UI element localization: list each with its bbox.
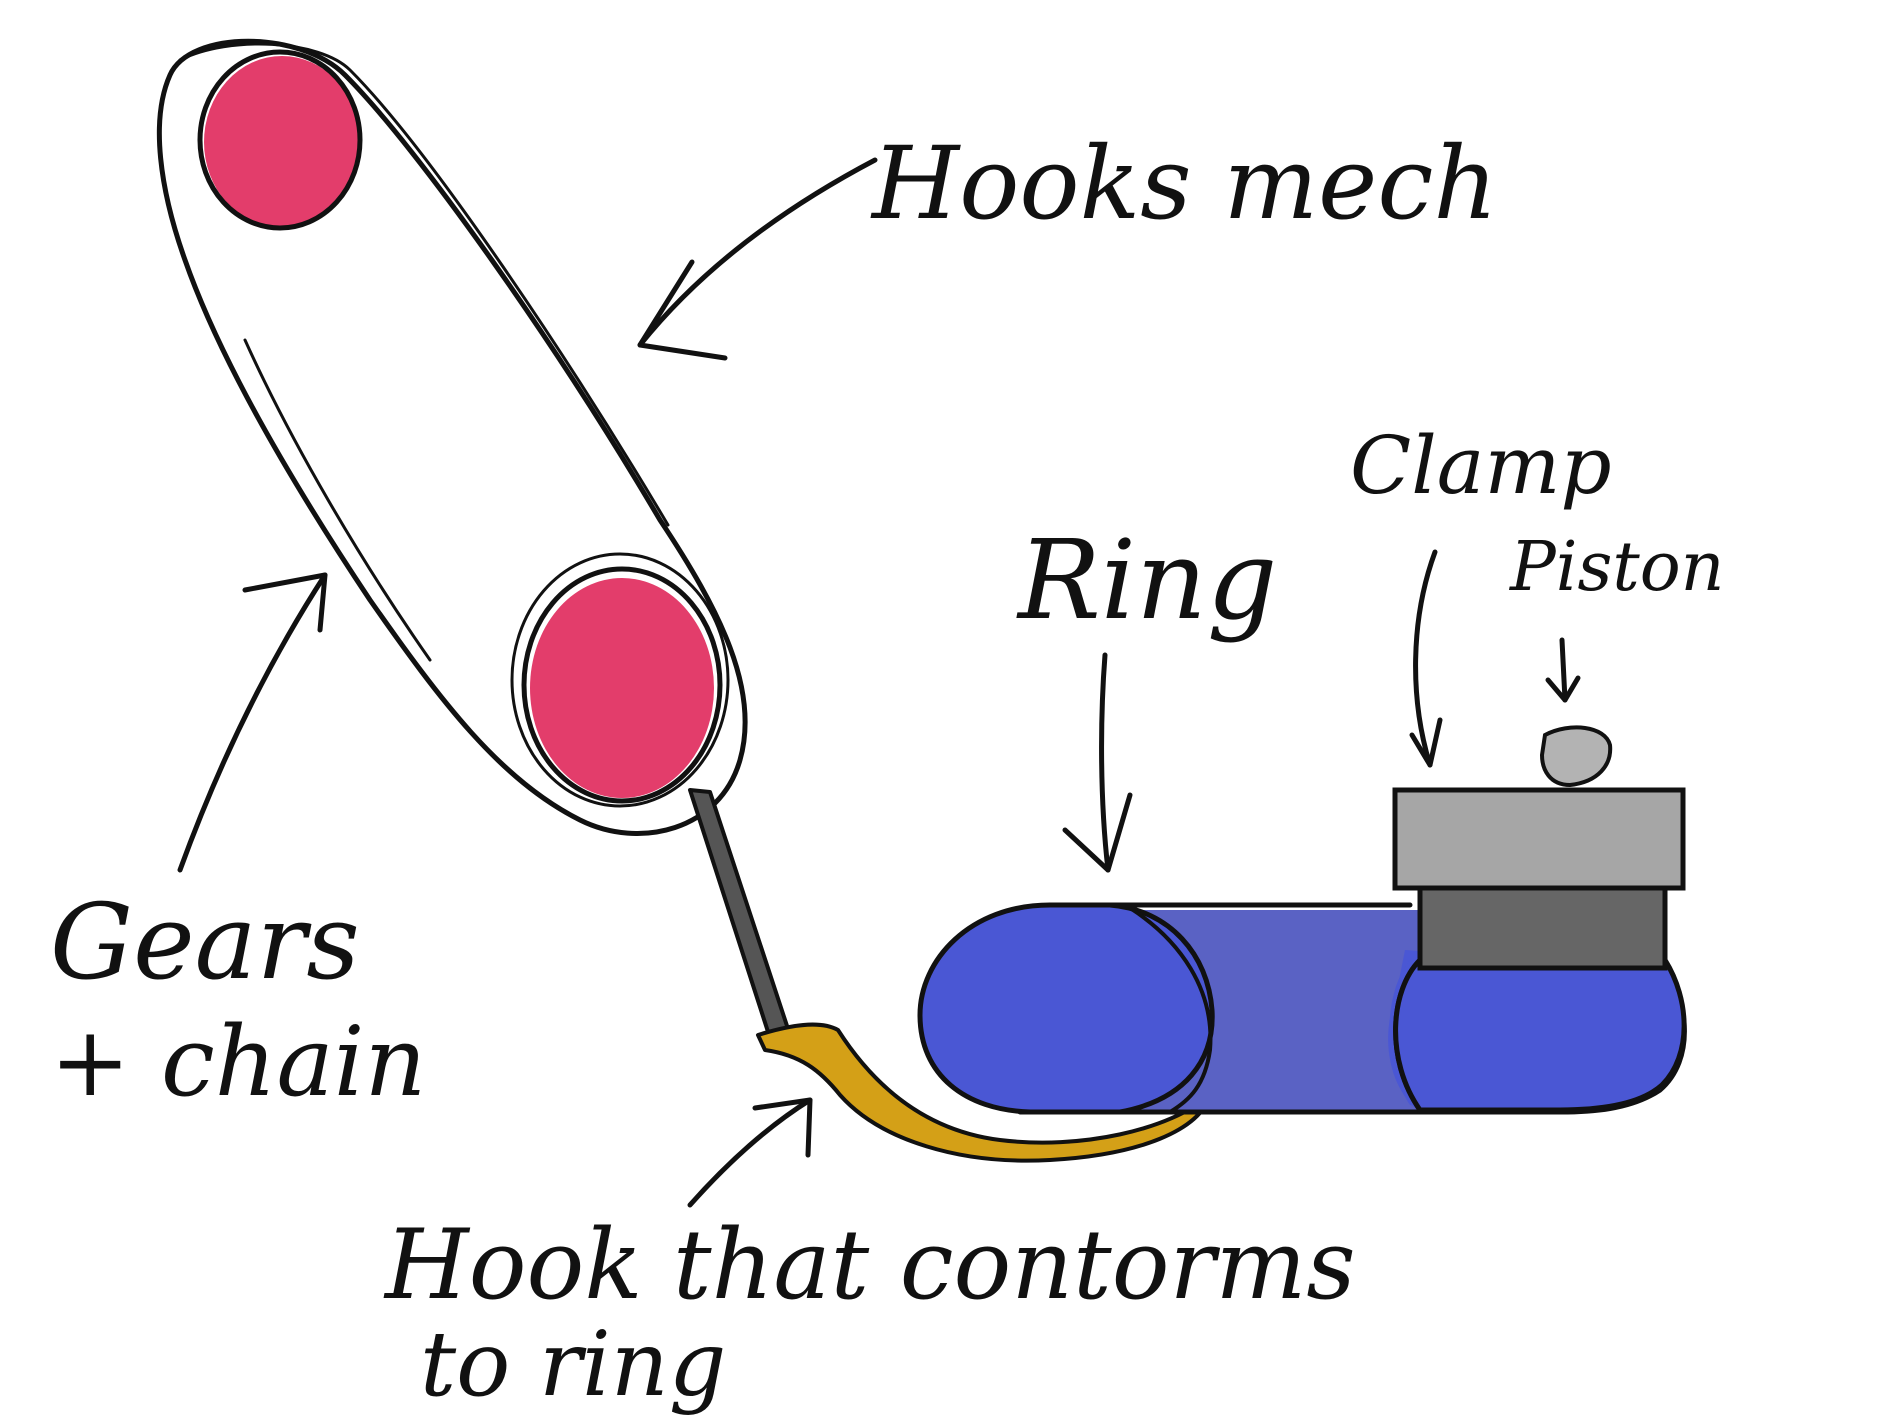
arrow-hook [687,1097,813,1208]
ring [917,902,1687,1115]
clamp-dark-block [1417,885,1668,971]
clamp-light-block [1392,787,1686,891]
hook-rod [688,788,792,1040]
label-piston: Piston [1508,528,1724,607]
upper-gear [197,49,363,231]
label-ring: Ring [1016,516,1277,644]
label-hook-line2: to ring [420,1312,726,1417]
label-clamp: Clamp [1350,419,1612,512]
label-gears: Gears [50,881,360,1003]
piston [1539,725,1613,788]
arrow-clamp [1409,549,1443,768]
arrow-gears-chain [177,572,328,873]
label-chain: + chain [50,1006,426,1118]
arrow-piston [1545,637,1581,703]
arrow-hooks-mech [637,157,878,361]
label-hooks-mech: Hooks mech [870,125,1498,242]
label-hook-line1: Hook that contorms [383,1209,1356,1321]
arrow-ring [1062,652,1133,873]
lower-gear [510,552,730,808]
